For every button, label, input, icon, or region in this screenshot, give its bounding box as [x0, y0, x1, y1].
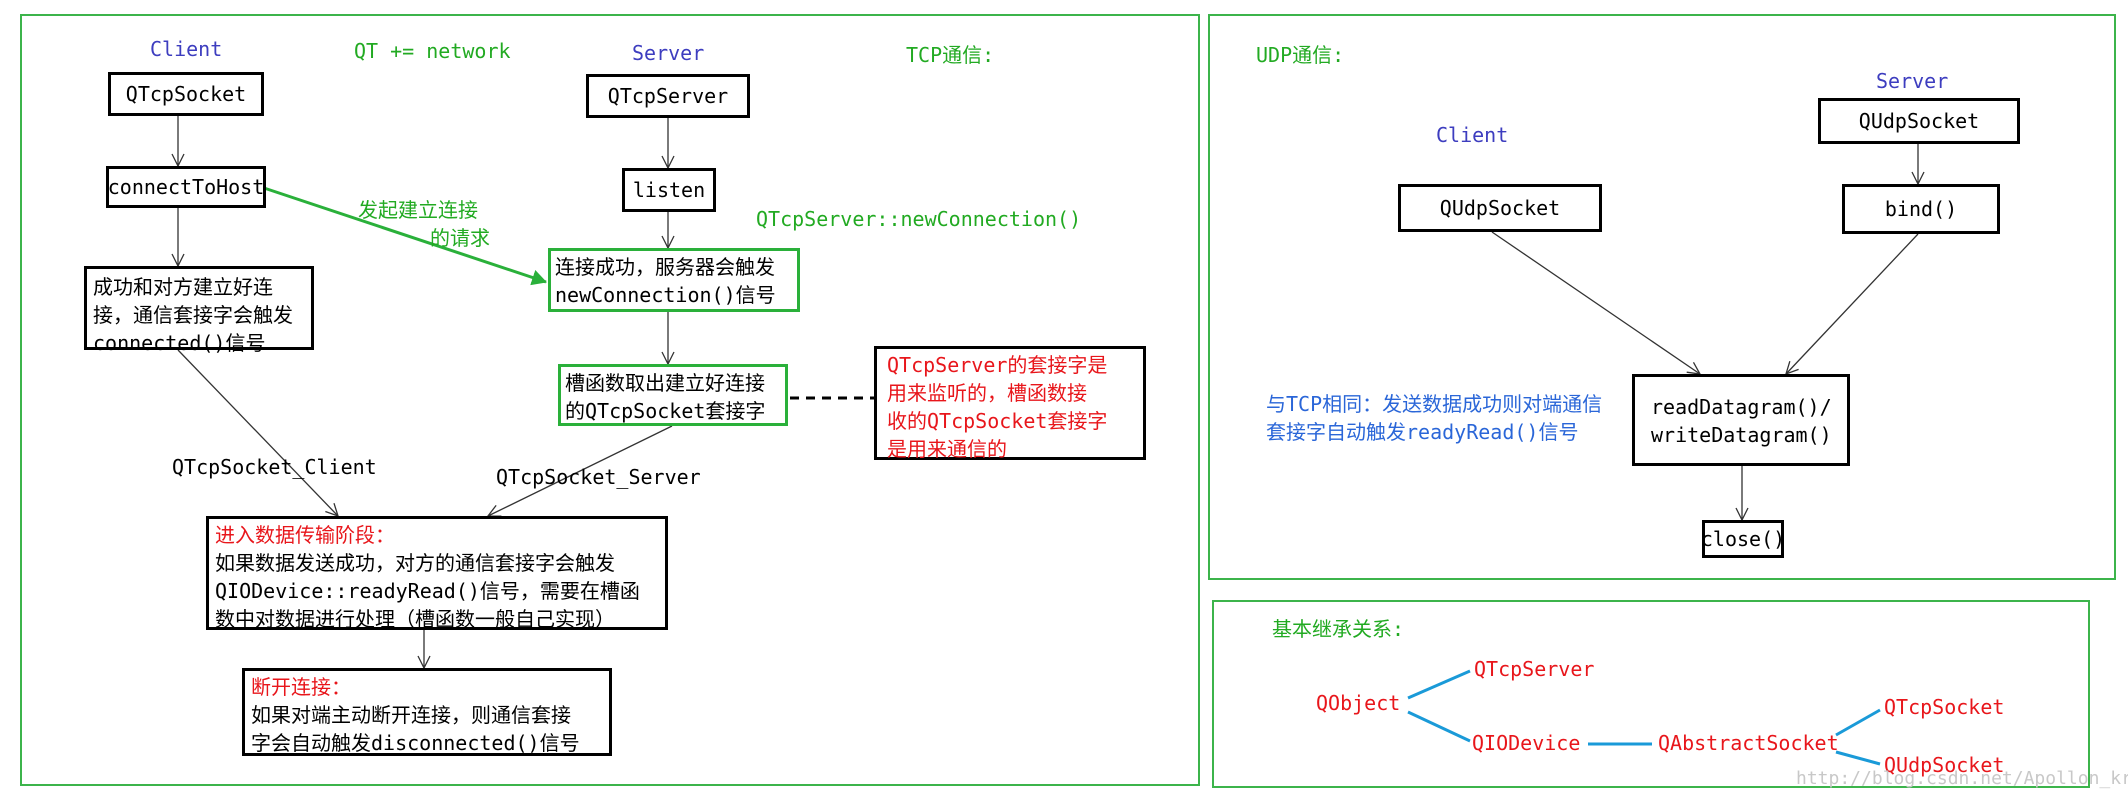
udp-title: UDP通信: — [1256, 43, 1345, 67]
udp-close-box: close() — [1700, 520, 1786, 558]
class-qiodevice: QIODevice — [1472, 731, 1581, 755]
inherit-qabstractsocket-qtcpsocket — [1835, 708, 1881, 737]
class-qabstractsocket: QAbstractSocket — [1658, 731, 1839, 755]
class-qtcpserver: QTcpServer — [1474, 657, 1595, 681]
udp-note-line-1: 与TCP相同：发送数据成功则对端通信 — [1266, 392, 1603, 416]
qtcpsocket-box-text: QTcpSocket — [125, 82, 247, 106]
note-line-2: 用来监听的，槽函数接 — [887, 381, 1087, 405]
disconnect-line-1: 如果对端主动断开连接，则通信套接 — [251, 703, 571, 727]
inherit-qabstractsocket-qudpsocket — [1835, 750, 1881, 766]
watermark: http://blog.csdn.net/Apollon_krj — [1796, 768, 2128, 789]
udp-client-socket-box: QUdpSocket — [1398, 184, 1602, 232]
transfer-line-1: 如果数据发送成功，对方的通信套接字会触发 — [215, 551, 615, 575]
inheritance-panel — [1212, 600, 2090, 788]
udp-server-socket-text: QUdpSocket — [1858, 109, 1980, 133]
qtcpsocket-box: QTcpSocket — [108, 72, 264, 116]
socket-client-label: QTcpSocket_Client — [172, 455, 377, 479]
class-qudpsocket: QUdpSocket — [1884, 753, 2005, 777]
listen-box: listen — [622, 168, 716, 212]
connected-line-3: connected()信号 — [93, 331, 266, 355]
slot-box: 槽函数取出建立好连接 的QTcpSocket套接字 — [558, 364, 788, 426]
inherit-qobject-qiodevice — [1407, 710, 1471, 743]
new-connection-signal-label: QTcpServer::newConnection() — [756, 207, 1082, 231]
arrow-connected-to-transfer — [177, 349, 338, 516]
disconnect-title: 断开连接： — [251, 675, 351, 699]
qtcpserver-box-text: QTcpServer — [607, 84, 729, 108]
transfer-box: 进入数据传输阶段： 如果数据发送成功，对方的通信套接字会触发 QIODevice… — [206, 516, 668, 631]
transfer-line-2: QIODevice::readyRead()信号，需要在槽函 — [215, 579, 640, 603]
note-line-4: 是用来通信的 — [887, 437, 1007, 461]
udp-panel — [1208, 14, 2116, 580]
request-label-line-2: 的请求 — [430, 226, 490, 250]
note-box: QTcpServer的套接字是 用来监听的，槽函数接 收的QTcpSocket套… — [874, 346, 1146, 461]
arrow-slot-to-transfer — [488, 425, 673, 516]
udp-server-label: Server — [1876, 69, 1949, 93]
tcp-client-label: Client — [150, 37, 223, 61]
request-label-line-1: 发起建立连接 — [358, 198, 478, 222]
connected-box: 成功和对方建立好连 接，通信套接字会触发 connected()信号 — [84, 266, 314, 355]
class-qtcpsocket: QTcpSocket — [1884, 695, 2005, 719]
udp-bind-text: bind() — [1884, 197, 1958, 221]
inherit-qobject-qtcpserver — [1407, 669, 1471, 700]
conn-success-line-2: newConnection()信号 — [555, 283, 776, 307]
slot-line-1: 槽函数取出建立好连接 — [565, 371, 765, 395]
socket-server-label: QTcpSocket_Server — [496, 465, 701, 489]
arrow-udp-client-to-rw — [1491, 231, 1700, 374]
udp-bind-box: bind() — [1842, 184, 2000, 234]
arrow-connect-request — [263, 186, 547, 286]
listen-box-text: listen — [632, 178, 706, 202]
disconnect-box: 断开连接： 如果对端主动断开连接，则通信套接 字会自动触发disconnecte… — [242, 668, 612, 756]
tcp-server-label: Server — [632, 41, 705, 65]
connect-to-host-box: connectToHost — [106, 166, 266, 208]
tcp-panel — [20, 14, 1200, 786]
conn-success-line-1: 连接成功，服务器会触发 — [555, 255, 775, 279]
tcp-title: TCP通信: — [906, 43, 995, 67]
connected-line-2: 接，通信套接字会触发 — [93, 303, 293, 327]
qt-network-label: QT += network — [354, 39, 511, 63]
udp-write-line: writeDatagram() — [1651, 423, 1832, 447]
connect-to-host-box-text: connectToHost — [107, 175, 265, 199]
request-label: 发起建立连接 的请求 — [358, 196, 490, 252]
connected-line-1: 成功和对方建立好连 — [93, 275, 273, 299]
class-qobject: QObject — [1316, 691, 1401, 715]
note-line-3: 收的QTcpSocket套接字 — [887, 409, 1108, 433]
transfer-line-3: 数中对数据进行处理（槽函数一般自己实现） — [215, 607, 615, 631]
qtcpserver-box: QTcpServer — [586, 74, 750, 118]
udp-note-line-2: 套接字自动触发readyRead()信号 — [1266, 420, 1579, 444]
udp-note: 与TCP相同：发送数据成功则对端通信 套接字自动触发readyRead()信号 — [1266, 390, 1602, 446]
udp-read-write-box: readDatagram()/ writeDatagram() — [1632, 374, 1850, 466]
udp-client-label: Client — [1436, 123, 1509, 147]
udp-close-text: close() — [1700, 527, 1786, 551]
udp-client-socket-text: QUdpSocket — [1439, 196, 1561, 220]
inheritance-title: 基本继承关系: — [1272, 617, 1405, 641]
transfer-title: 进入数据传输阶段： — [215, 523, 395, 547]
conn-success-box: 连接成功，服务器会触发 newConnection()信号 — [548, 248, 800, 312]
udp-read-line: readDatagram()/ — [1651, 395, 1832, 419]
disconnect-line-2: 字会自动触发disconnected()信号 — [251, 731, 580, 755]
slot-line-2: 的QTcpSocket套接字 — [565, 399, 766, 423]
arrow-udp-bind-to-rw — [1786, 233, 1919, 374]
note-line-1: QTcpServer的套接字是 — [887, 353, 1108, 377]
udp-server-socket-box: QUdpSocket — [1818, 98, 2020, 144]
